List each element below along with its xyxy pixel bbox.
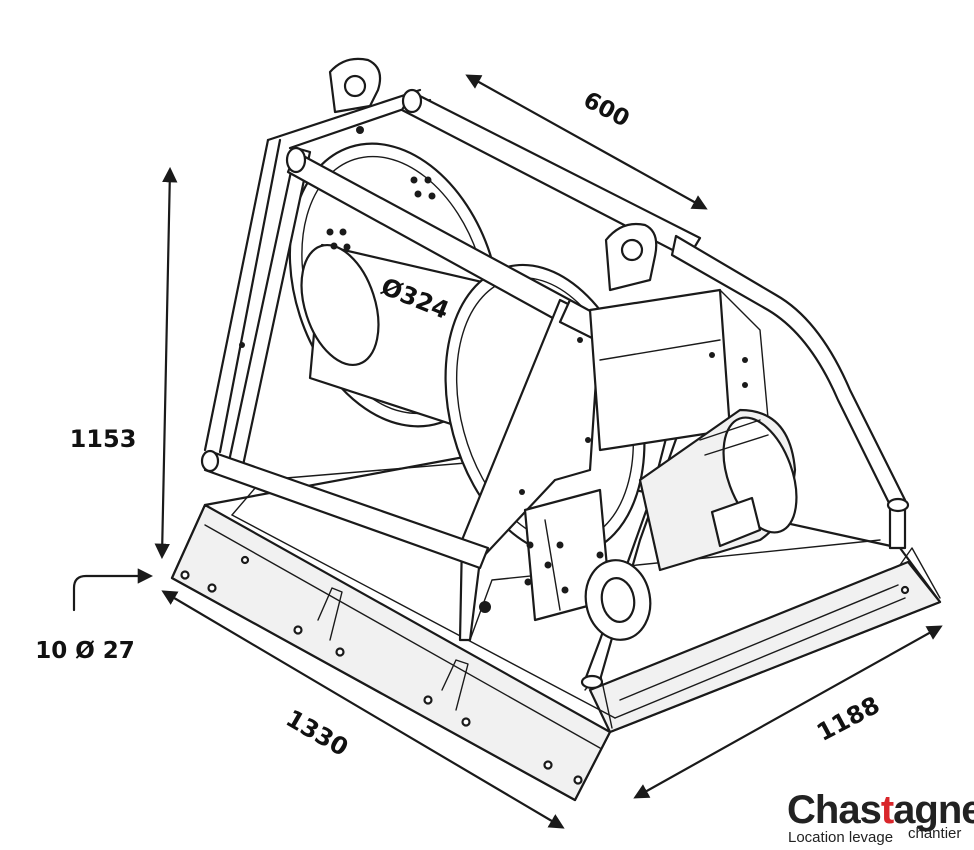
depth-dimension-label: 600 bbox=[579, 87, 634, 132]
holes-callout-arrow bbox=[72, 568, 154, 612]
chastagner-logo: Chastagner Location levage chantier bbox=[787, 788, 974, 846]
lifting-lug-hole bbox=[343, 74, 367, 98]
logo-tagline-right: chantier bbox=[908, 825, 961, 842]
logo-name-part1: Chas bbox=[787, 788, 881, 832]
mounting-hole bbox=[573, 775, 583, 785]
logo-tagline-left: Location levage bbox=[788, 829, 893, 846]
logo-name: Chastagner bbox=[787, 788, 974, 832]
mounting-hole bbox=[423, 695, 433, 705]
length-dimension-label: 1188 bbox=[812, 691, 884, 747]
mounting-hole bbox=[461, 717, 471, 727]
length-arrow bbox=[633, 625, 943, 799]
logo-name-highlight: t bbox=[881, 788, 894, 832]
height-arrow bbox=[154, 166, 178, 560]
width-dimension-label: 1330 bbox=[281, 704, 353, 762]
mounting-hole bbox=[240, 555, 250, 565]
height-dimension-label: 1153 bbox=[70, 425, 137, 453]
mounting-hole bbox=[900, 585, 910, 595]
mounting-hole bbox=[180, 570, 190, 580]
terminal-box bbox=[710, 496, 762, 548]
mounting-hole bbox=[293, 625, 303, 635]
logo-name-part2: agner bbox=[893, 788, 974, 832]
mounting-hole bbox=[543, 760, 553, 770]
motor-assembly bbox=[523, 288, 798, 641]
width-arrow bbox=[161, 590, 565, 829]
depth-arrow bbox=[465, 74, 708, 210]
gearbox bbox=[588, 288, 732, 452]
mounting-hole bbox=[207, 583, 217, 593]
dimension-arrows bbox=[72, 74, 943, 829]
lifting-lug-hole bbox=[620, 238, 644, 262]
mounting-hole bbox=[335, 647, 345, 657]
holes-dimension-label: 10 Ø 27 bbox=[35, 638, 135, 664]
